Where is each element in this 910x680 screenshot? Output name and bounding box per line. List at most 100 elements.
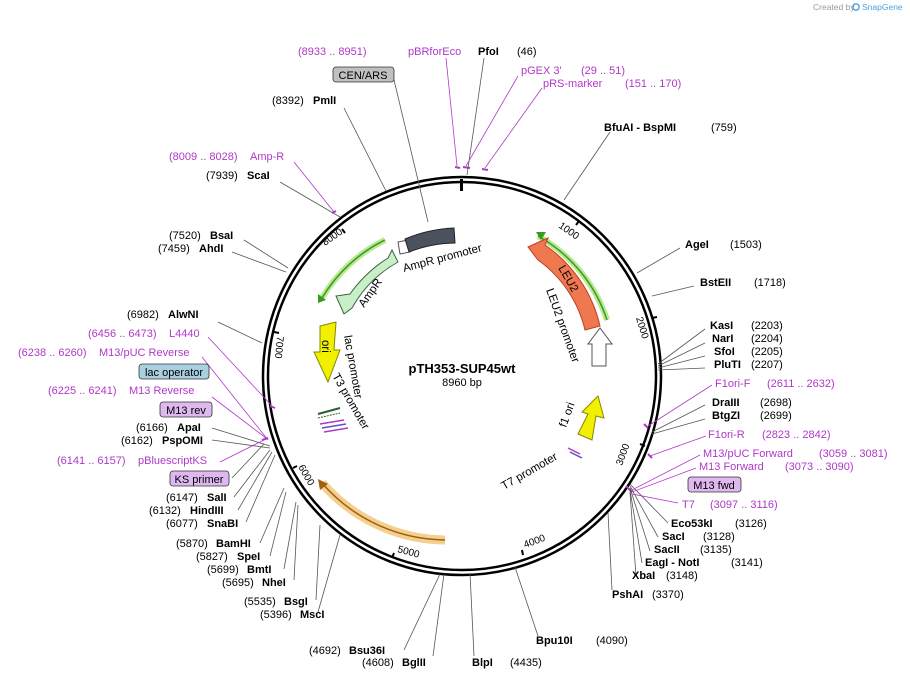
- enzyme-name[interactable]: SalI: [207, 492, 227, 504]
- enzyme-name[interactable]: PshAI: [612, 589, 643, 601]
- enzyme-pos: (1503): [730, 239, 762, 251]
- leader-line: [243, 239, 289, 269]
- enzyme-name[interactable]: KasI: [710, 320, 733, 332]
- ampr-arrow: [335, 248, 399, 315]
- leader-line: [466, 57, 485, 176]
- leader-line: [211, 427, 271, 447]
- primer-pos[interactable]: (3059 .. 3081): [819, 448, 888, 460]
- f1-ori-arrow: [577, 395, 605, 441]
- enzyme-name[interactable]: PluTI: [714, 359, 741, 371]
- enzyme-name[interactable]: BlpI: [472, 657, 493, 669]
- leader-line: [432, 573, 445, 657]
- lac-operator-box[interactable]: lac operator: [138, 363, 210, 380]
- enzyme-name[interactable]: XbaI: [632, 570, 655, 582]
- backbone-outer-strand: [261, 175, 663, 577]
- enzyme-name[interactable]: BstEII: [700, 277, 731, 289]
- enzyme-name[interactable]: BmtI: [247, 564, 271, 576]
- primer-pos[interactable]: (6238 .. 6260): [18, 347, 87, 359]
- enzyme-name[interactable]: ApaI: [177, 422, 201, 434]
- primer-pos[interactable]: (3073 .. 3090): [785, 461, 854, 473]
- enzyme-pos: (6166): [136, 422, 168, 434]
- enzyme-name[interactable]: SacII: [654, 544, 680, 556]
- coordinate-ticks: 1000 2000 3000 4000 5000 6000 7000 8000: [272, 220, 658, 561]
- primer-pos[interactable]: (8933 .. 8951): [298, 46, 367, 58]
- enzyme-name[interactable]: NarI: [712, 333, 733, 345]
- enzyme-name[interactable]: AhdI: [199, 243, 223, 255]
- primer-pos[interactable]: (8009 .. 8028): [169, 151, 238, 163]
- primer-name[interactable]: T7: [682, 499, 695, 511]
- enzyme-name[interactable]: DraIII: [712, 397, 740, 409]
- leader-line: [237, 451, 273, 511]
- enzyme-name[interactable]: BsgI: [284, 596, 308, 608]
- m13-fwd-box[interactable]: M13 fwd: [687, 476, 742, 493]
- enzyme-name[interactable]: Eco53kI: [671, 518, 713, 530]
- m13-rev-box[interactable]: M13 rev: [159, 401, 213, 418]
- primer-name[interactable]: Amp-R: [250, 151, 284, 163]
- primer-name[interactable]: L4440: [169, 328, 200, 340]
- primer-name[interactable]: F1ori-F: [715, 378, 751, 390]
- leader-line: [259, 487, 285, 544]
- enzyme-pos: (5699): [207, 564, 239, 576]
- tick-mark: [651, 316, 658, 319]
- primer-name[interactable]: pBRforEco: [408, 46, 461, 58]
- primer-name[interactable]: F1ori-R: [708, 429, 745, 441]
- primer-name[interactable]: pGEX 3': [521, 65, 562, 77]
- primer-leader-line: [465, 75, 519, 167]
- enzyme-name[interactable]: BsaI: [210, 230, 233, 242]
- primer-name[interactable]: M13 Reverse: [129, 385, 194, 397]
- primer-name[interactable]: M13 Forward: [699, 461, 764, 473]
- leader-line: [293, 504, 299, 581]
- tick-mark: [273, 331, 280, 334]
- primer-pos[interactable]: (6141 .. 6157): [57, 455, 126, 467]
- enzyme-name[interactable]: BtgZI: [712, 410, 740, 422]
- enzyme-name[interactable]: PmlI: [313, 95, 336, 107]
- primer-name[interactable]: M13/pUC Forward: [703, 448, 793, 460]
- leader-line: [563, 131, 611, 201]
- enzyme-name[interactable]: AgeI: [685, 239, 709, 251]
- cen-ars-box-bg: [332, 66, 395, 83]
- enzyme-name[interactable]: HindIII: [190, 505, 224, 517]
- m13-rev-box-label: M13 rev: [166, 405, 206, 417]
- primer-name[interactable]: pRS-marker: [543, 78, 603, 90]
- lac-operator-box-label: lac operator: [145, 367, 203, 379]
- enzyme-name[interactable]: EagI - NotI: [645, 557, 699, 569]
- enzyme-name[interactable]: PfoI: [478, 46, 499, 58]
- enzyme-name[interactable]: SnaBI: [207, 518, 238, 530]
- enzyme-name[interactable]: SacI: [662, 531, 685, 543]
- primer-pos[interactable]: (6225 .. 6241): [48, 385, 117, 397]
- primer-pos[interactable]: (29 .. 51): [581, 65, 625, 77]
- enzyme-pos: (3128): [703, 531, 735, 543]
- enzyme-labels-left: (4608) BglII (4692) Bsu36I (5396) MscI (…: [121, 95, 426, 669]
- enzyme-name[interactable]: ScaI: [247, 170, 270, 182]
- snapgene-logo-icon: [852, 3, 860, 11]
- primer-name[interactable]: M13/pUC Reverse: [99, 347, 189, 359]
- enzyme-pos: (2205): [751, 346, 783, 358]
- enzyme-name[interactable]: SpeI: [237, 551, 260, 563]
- enzyme-pos: (7939): [206, 170, 238, 182]
- ks-primer-box[interactable]: KS primer: [169, 470, 230, 487]
- enzyme-name[interactable]: Bsu36I: [349, 645, 385, 657]
- leader-line: [651, 285, 695, 297]
- enzyme-name[interactable]: PspOMI: [162, 435, 203, 447]
- enzyme-name[interactable]: Bpu10I: [536, 635, 573, 647]
- enzyme-name[interactable]: BfuAI - BspMI: [604, 122, 676, 134]
- enzyme-pos: (4692): [309, 645, 341, 657]
- primer-pos[interactable]: (151 .. 170): [625, 78, 681, 90]
- enzyme-name[interactable]: SfoI: [714, 346, 735, 358]
- primer-pos[interactable]: (2611 .. 2632): [767, 378, 835, 390]
- primer-pos[interactable]: (6456 .. 6473): [88, 328, 157, 340]
- cen-ars-box[interactable]: CEN/ARS: [332, 66, 395, 83]
- enzyme-name[interactable]: BglII: [402, 657, 426, 669]
- lac-operator-box-bg: [138, 363, 210, 380]
- enzyme-name[interactable]: MscI: [300, 609, 324, 621]
- snapgene-credit: Created by SnapGene: [813, 2, 903, 12]
- primer-pos[interactable]: (3097 .. 3116): [710, 499, 778, 511]
- enzyme-name[interactable]: BamHI: [216, 538, 251, 550]
- leader-line: [343, 107, 387, 192]
- primer-name[interactable]: pBluescriptKS: [138, 455, 207, 467]
- leader-line: [629, 489, 643, 564]
- enzyme-name[interactable]: NheI: [262, 577, 286, 589]
- enzyme-pos: (6147): [166, 492, 198, 504]
- enzyme-name[interactable]: AlwNI: [168, 309, 199, 321]
- primer-pos[interactable]: (2823 .. 2842): [762, 429, 831, 441]
